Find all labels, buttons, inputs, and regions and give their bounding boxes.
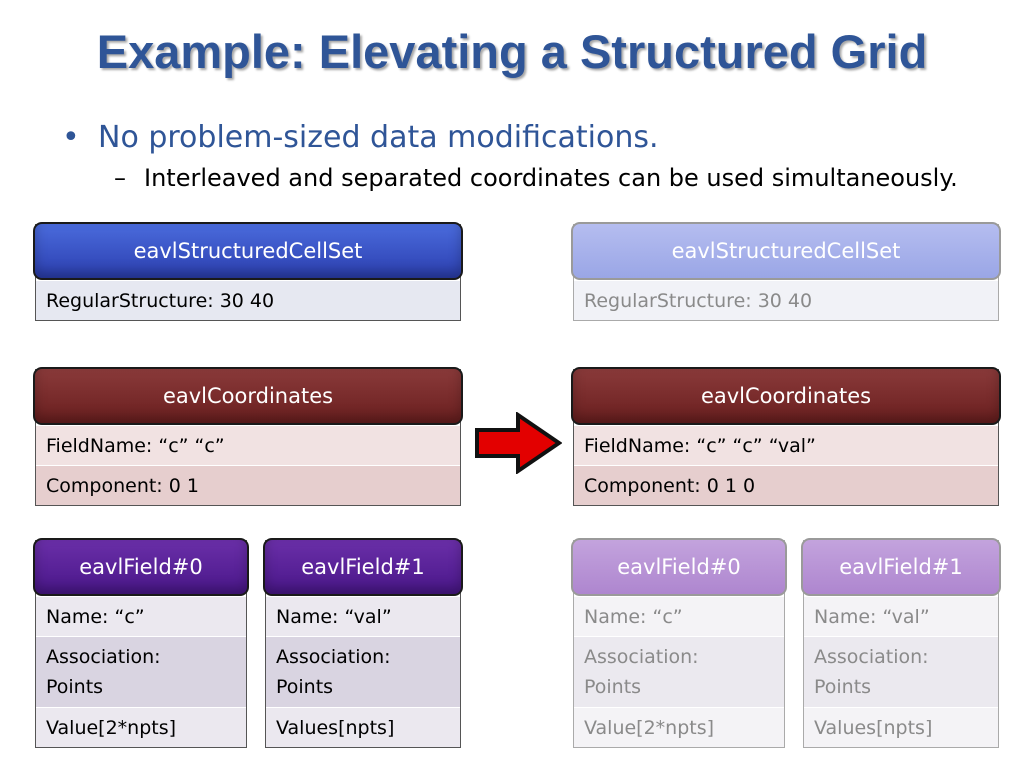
left-field0-name: Name: “c”: [36, 596, 246, 636]
right-coords-fieldname: FieldName: “c” “c” “val”: [574, 425, 998, 465]
right-field0-header: eavlField#0: [571, 538, 787, 596]
right-cellset-header: eavlStructuredCellSet: [571, 222, 1001, 280]
right-field1-header: eavlField#1: [801, 538, 1001, 596]
left-field0-assoc-label: Association:: [46, 646, 161, 668]
right-field0-assoc-value: Points: [584, 676, 642, 698]
left-field1-value: Values[npts]: [266, 707, 460, 747]
bullet-point: • No problem-sized data modifications.: [62, 120, 659, 155]
bullet-marker: •: [62, 120, 80, 155]
left-field1-box: eavlField#1 Name: “val” Association: Poin…: [263, 538, 463, 748]
slide-title: Example: Elevating a Structured Grid: [96, 25, 928, 78]
right-field0-assoc-label: Association:: [584, 646, 699, 668]
right-coords-header: eavlCoordinates: [571, 367, 1001, 425]
left-coords-fieldname: FieldName: “c” “c”: [36, 425, 460, 465]
left-field1-name: Name: “val”: [266, 596, 460, 636]
right-field0-name: Name: “c”: [574, 596, 784, 636]
right-cellset-box: eavlStructuredCellSet RegularStructure: …: [571, 222, 1001, 321]
right-field1-value: Values[npts]: [804, 707, 998, 747]
right-coords-box: eavlCoordinates FieldName: “c” “c” “val”…: [571, 367, 1001, 506]
left-field1-assoc-label: Association:: [276, 646, 391, 668]
right-field0-box: eavlField#0 Name: “c” Association: Points…: [571, 538, 787, 748]
sub-bullet-point: –Interleaved and separated coordinates c…: [114, 164, 958, 192]
left-cellset-box: eavlStructuredCellSet RegularStructure: …: [33, 222, 463, 321]
left-cellset-header: eavlStructuredCellSet: [33, 222, 463, 280]
left-field0-box: eavlField#0 Name: “c” Association: Points…: [33, 538, 249, 748]
right-arrow-icon: [475, 412, 562, 474]
right-field1-assoc-label: Association:: [814, 646, 929, 668]
left-cellset-structure: RegularStructure: 30 40: [36, 280, 460, 320]
sub-bullet-marker: –: [114, 164, 126, 192]
right-field0-value: Value[2*npts]: [574, 707, 784, 747]
left-field0-value: Value[2*npts]: [36, 707, 246, 747]
right-cellset-structure: RegularStructure: 30 40: [574, 280, 998, 320]
left-field0-header: eavlField#0: [33, 538, 249, 596]
sub-bullet-text: Interleaved and separated coordinates ca…: [144, 164, 958, 192]
left-coords-box: eavlCoordinates FieldName: “c” “c” Compo…: [33, 367, 463, 506]
right-field1-name: Name: “val”: [804, 596, 998, 636]
left-field1-association: Association: Points: [266, 636, 460, 707]
bullet-text: No problem-sized data modifications.: [98, 120, 659, 155]
left-field0-assoc-value: Points: [46, 676, 104, 698]
left-field1-header: eavlField#1: [263, 538, 463, 596]
left-field0-association: Association: Points: [36, 636, 246, 707]
right-field0-association: Association: Points: [574, 636, 784, 707]
right-coords-component: Component: 0 1 0: [574, 465, 998, 505]
left-coords-header: eavlCoordinates: [33, 367, 463, 425]
left-field1-assoc-value: Points: [276, 676, 334, 698]
right-field1-assoc-value: Points: [814, 676, 872, 698]
left-coords-component: Component: 0 1: [36, 465, 460, 505]
right-field1-association: Association: Points: [804, 636, 998, 707]
right-field1-box: eavlField#1 Name: “val” Association: Poin…: [801, 538, 1001, 748]
